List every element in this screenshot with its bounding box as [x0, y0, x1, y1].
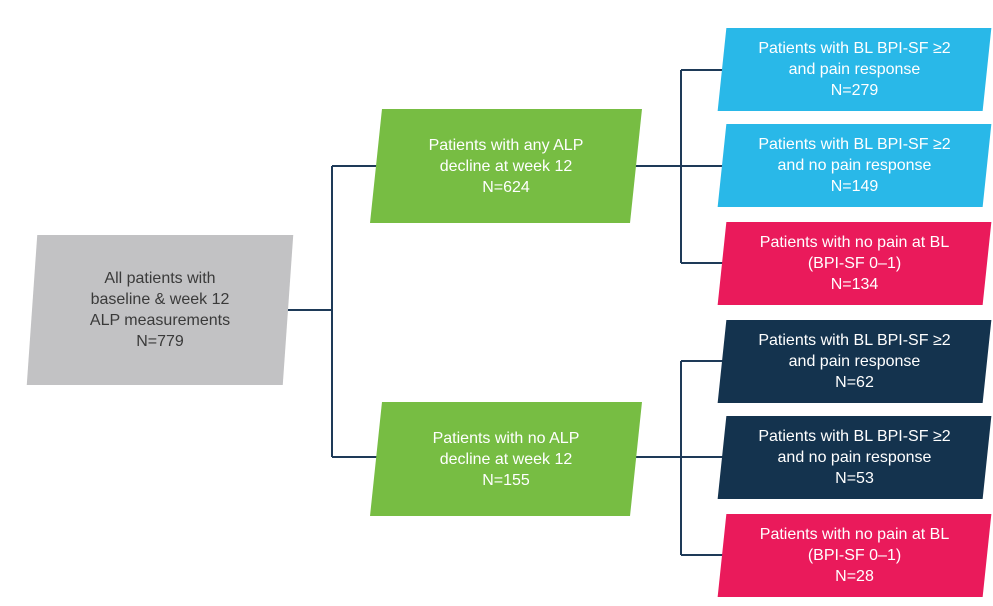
node-label: Patients with any ALP decline at week 12…	[428, 136, 584, 196]
node-decline-no-pain-at-bl: Patients with no pain at BL (BPI-SF 0–1)…	[717, 222, 992, 305]
node-label: Patients with BL BPI-SF ≥2 and pain resp…	[758, 40, 951, 99]
node-label: Patients with BL BPI-SF ≥2 and no pain r…	[758, 428, 951, 487]
node-label: Patients with no ALP decline at week 12 …	[432, 429, 580, 489]
node-label: Patients with no pain at BL (BPI-SF 0–1)…	[759, 234, 950, 293]
node-label: Patients with no pain at BL (BPI-SF 0–1)…	[759, 526, 950, 585]
node-no-alp-decline: Patients with no ALP decline at week 12 …	[370, 402, 642, 516]
node-no-decline-no-pain-at-bl: Patients with no pain at BL (BPI-SF 0–1)…	[717, 514, 992, 597]
node-label: Patients with BL BPI-SF ≥2 and pain resp…	[758, 332, 951, 391]
node-no-decline-no-pain-response: Patients with BL BPI-SF ≥2 and no pain r…	[717, 416, 992, 499]
node-no-decline-pain-response: Patients with BL BPI-SF ≥2 and pain resp…	[717, 320, 992, 403]
node-any-alp-decline: Patients with any ALP decline at week 12…	[370, 109, 642, 223]
node-all-patients: All patients with baseline & week 12 ALP…	[26, 235, 294, 385]
node-decline-no-pain-response: Patients with BL BPI-SF ≥2 and no pain r…	[717, 124, 992, 207]
node-label: Patients with BL BPI-SF ≥2 and no pain r…	[758, 136, 951, 195]
node-decline-pain-response: Patients with BL BPI-SF ≥2 and pain resp…	[717, 28, 992, 111]
node-label: All patients with baseline & week 12 ALP…	[89, 270, 231, 350]
